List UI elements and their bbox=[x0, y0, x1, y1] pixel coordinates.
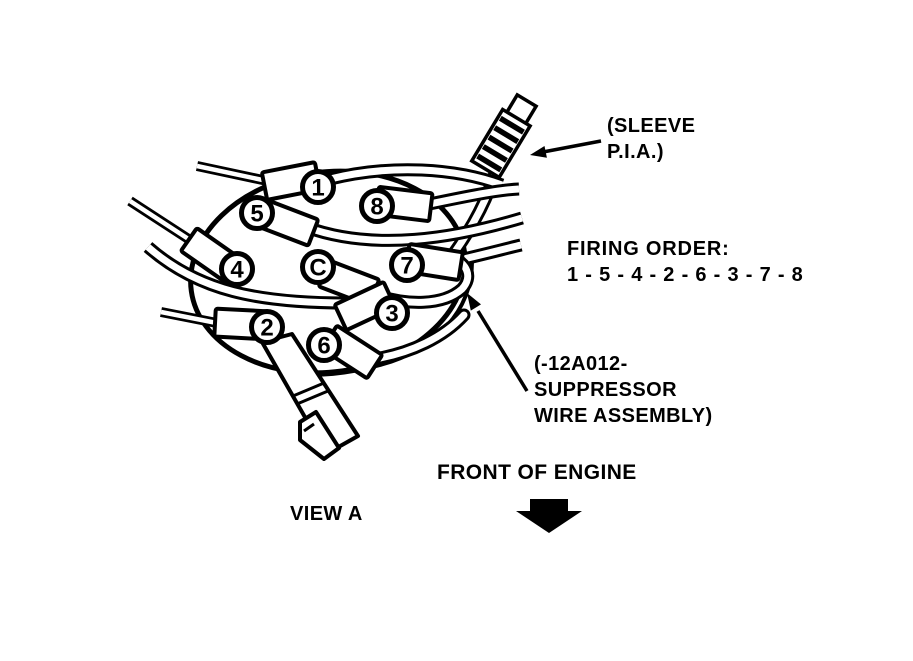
terminal-circle bbox=[249, 309, 285, 345]
wire-left-sweep bbox=[145, 244, 348, 307]
bracket-hook-notch bbox=[303, 422, 315, 433]
sleeve-label-line2: P.I.A.) bbox=[607, 141, 664, 163]
terminal-number: 3 bbox=[385, 301, 398, 328]
bracket-hook bbox=[298, 410, 341, 461]
terminal-circle bbox=[359, 188, 395, 224]
terminal-c: C bbox=[300, 249, 336, 285]
terminal-circle bbox=[300, 249, 336, 285]
terminal-circle bbox=[219, 251, 255, 287]
callout-arrows bbox=[467, 139, 602, 533]
terminal-circle bbox=[300, 169, 336, 205]
sleeve-label: (SLEEVE P.I.A.) bbox=[607, 113, 695, 165]
terminal-number: 2 bbox=[260, 315, 273, 342]
firing-order-title: FIRING ORDER: bbox=[567, 238, 730, 260]
terminal-1: 1 bbox=[300, 169, 336, 205]
sleeve-arrow-icon bbox=[530, 146, 547, 158]
front-of-engine-down-arrow-icon bbox=[516, 499, 582, 533]
terminal-number: 7 bbox=[400, 253, 413, 280]
firing-order-sequence: 1 - 5 - 4 - 2 - 6 - 3 - 7 - 8 bbox=[567, 264, 804, 286]
suppressor-label-line3: WIRE ASSEMBLY) bbox=[534, 405, 713, 427]
terminal-4: 4 bbox=[219, 251, 255, 287]
firing-order-block: FIRING ORDER: 1 - 5 - 4 - 2 - 6 - 3 - 7 … bbox=[567, 236, 804, 288]
terminal-number: 6 bbox=[317, 333, 330, 360]
terminal-number: 4 bbox=[230, 257, 244, 284]
sleeve-rib bbox=[487, 134, 514, 154]
terminal-number: 5 bbox=[250, 201, 263, 228]
terminal-7: 7 bbox=[389, 247, 425, 283]
suppressor-label-line1: (-12A012- bbox=[534, 353, 628, 375]
sleeve-pia bbox=[469, 92, 539, 180]
suppressor-label-line2: SUPPRESSOR bbox=[534, 379, 677, 401]
terminal-number: 1 bbox=[311, 175, 324, 202]
wire-stub-terminal-1 bbox=[196, 163, 273, 185]
sleeve-label-line1: (SLEEVE bbox=[607, 115, 696, 137]
terminal-2: 2 bbox=[249, 309, 285, 345]
sleeve-rib bbox=[476, 153, 503, 173]
terminal-number: C bbox=[309, 255, 326, 282]
terminal-number: 8 bbox=[370, 194, 383, 221]
sleeve-rib bbox=[493, 125, 520, 144]
boot-terminal-3 bbox=[333, 280, 397, 332]
terminal-circle bbox=[389, 247, 425, 283]
terminals-layer: 1 5 8 4 C 7 2 3 6 bbox=[219, 169, 425, 363]
terminal-6: 6 bbox=[306, 327, 342, 363]
terminal-circle bbox=[306, 327, 342, 363]
terminal-circle bbox=[374, 295, 410, 331]
bracket-band bbox=[296, 389, 329, 406]
bracket-band bbox=[292, 381, 325, 398]
sleeve-rib bbox=[498, 115, 525, 135]
suppressor-label: (-12A012- SUPPRESSOR WIRE ASSEMBLY) bbox=[534, 351, 713, 429]
view-label: VIEW A bbox=[290, 503, 363, 525]
wire-terminal-5 bbox=[304, 214, 524, 244]
wire-top-right bbox=[329, 166, 504, 189]
front-of-engine-label: FRONT OF ENGINE bbox=[437, 461, 637, 484]
suppressor-arrow-line bbox=[476, 310, 529, 392]
suppressor-arrow-icon bbox=[467, 293, 481, 311]
sleeve-arrow-line bbox=[542, 139, 602, 154]
terminal-8: 8 bbox=[359, 188, 395, 224]
terminal-5: 5 bbox=[239, 195, 275, 231]
sleeve-rib bbox=[481, 144, 508, 163]
terminal-3: 3 bbox=[374, 295, 410, 331]
terminal-circle bbox=[239, 195, 275, 231]
